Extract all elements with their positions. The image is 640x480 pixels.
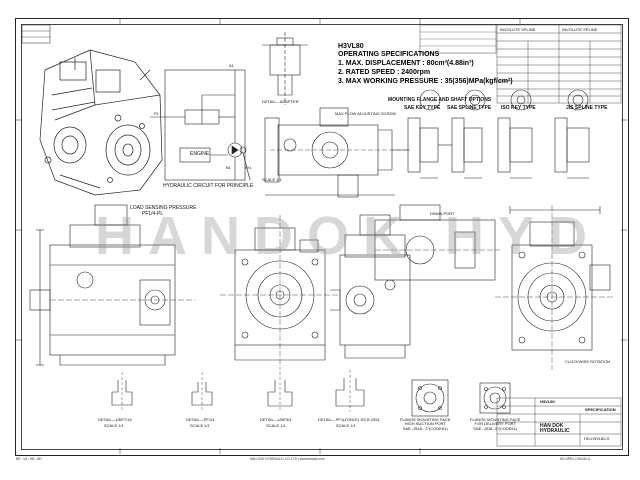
circuit-pl-label: PL [154,111,159,116]
drawing-inner-frame [21,24,623,450]
footer-mid: HAN DOK HYDRAULIC CO.,LTD | www.handok.c… [250,457,325,461]
detail-pf1-scale: SCALE 1/1 [336,423,356,428]
detail-pf1: DETAIL—PF1(ZONLE) JIS B 2351 [318,417,380,422]
options-heading: MOUNTING FLANGE AND SHAFT OPTIONS [388,97,492,103]
title-doc: SPECIFICATION [585,407,616,412]
max-flow-label: MAX FLOW ADJUSTING SCREW [335,111,396,116]
circuit-engine-label: ENGINE [190,151,210,157]
right-table-col2: INVOLUTE SPLINE [562,27,598,32]
detail-unf716-scale: SCALE 1/1 [104,423,124,428]
option-sae-key: SAE KEY TYPE [404,105,441,111]
circuit-b1-label: B1 [226,165,231,170]
adapter-detail-label: DETAIL—ADAPTER [262,99,299,104]
drain-port-label: DRAIN PORT [430,211,455,216]
title-company-2: HYDRAULIC [540,428,570,434]
circuit-a1-label: A1 [229,63,234,68]
right-table-col1: INVOLUTE SPLINE [500,27,536,32]
rotation-label: CLOCKWISE ROTATION [565,359,611,364]
spec-heading: OPERATING SPECIFICATIONS [338,51,440,58]
detail-pf14: DETAIL—PF1/4 [186,417,215,422]
title-model: H3VL80 [540,399,555,404]
footer-left: BR - V3 - HB - BD [16,457,42,461]
circuit-dr1-label: Dr1 [245,165,252,170]
option-sae-spline: SAE SPLINE TYPE [447,105,492,111]
model-name: H3VL80 [338,43,364,50]
drawing-frame [15,18,629,456]
title-company: HAN DOK [540,423,564,429]
flange-suction-label: FLANGE MOUNTING FACE HIGH SUCTION PORT S… [400,417,451,431]
spec-displacement: 1. MAX. DISPLACEMENT : 80cm³(4.88in³) [338,60,474,67]
title-code: HD-H3VL80-S [584,436,610,441]
detail-unf34-scale: SCALE 1/1 [266,423,286,428]
scale-label-top: SCALE 1/1 [262,177,282,182]
flange-delivery-label: FLANGE MOUNTING FACE FOR DELIVERY PORT S… [470,417,521,431]
detail-unf716: DETAIL—UNF7/16 [98,417,132,422]
detail-pf14-scale: SCALE 1/1 [190,423,210,428]
load-sensing-label: LOAD SENSING PRESSURE [130,205,197,211]
load-sensing-port: PF1/4-PL [142,211,164,217]
circuit-caption: HYDRAULIC CIRCUIT FOR PRINCIPLE [163,183,254,189]
detail-unf34: DETAIL—UNF3/4 [260,417,292,422]
footer-right: HD-SPEC-H3VL80-A [560,457,591,461]
spec-max-pressure: 3. MAX WORKING PRESSURE : 35(356)MPa(kgf… [338,78,513,85]
option-jis-spline: JIS SPLINE TYPE [566,105,608,111]
operating-specifications: H3VL80 OPERATING SPECIFICATIONS 1. MAX. … [338,43,513,86]
option-iso-key: ISO KEY TYPE [501,105,536,111]
spec-rated-speed: 2. RATED SPEED : 2400rpm [338,69,431,76]
watermark: HANDOK HYD [95,206,602,266]
